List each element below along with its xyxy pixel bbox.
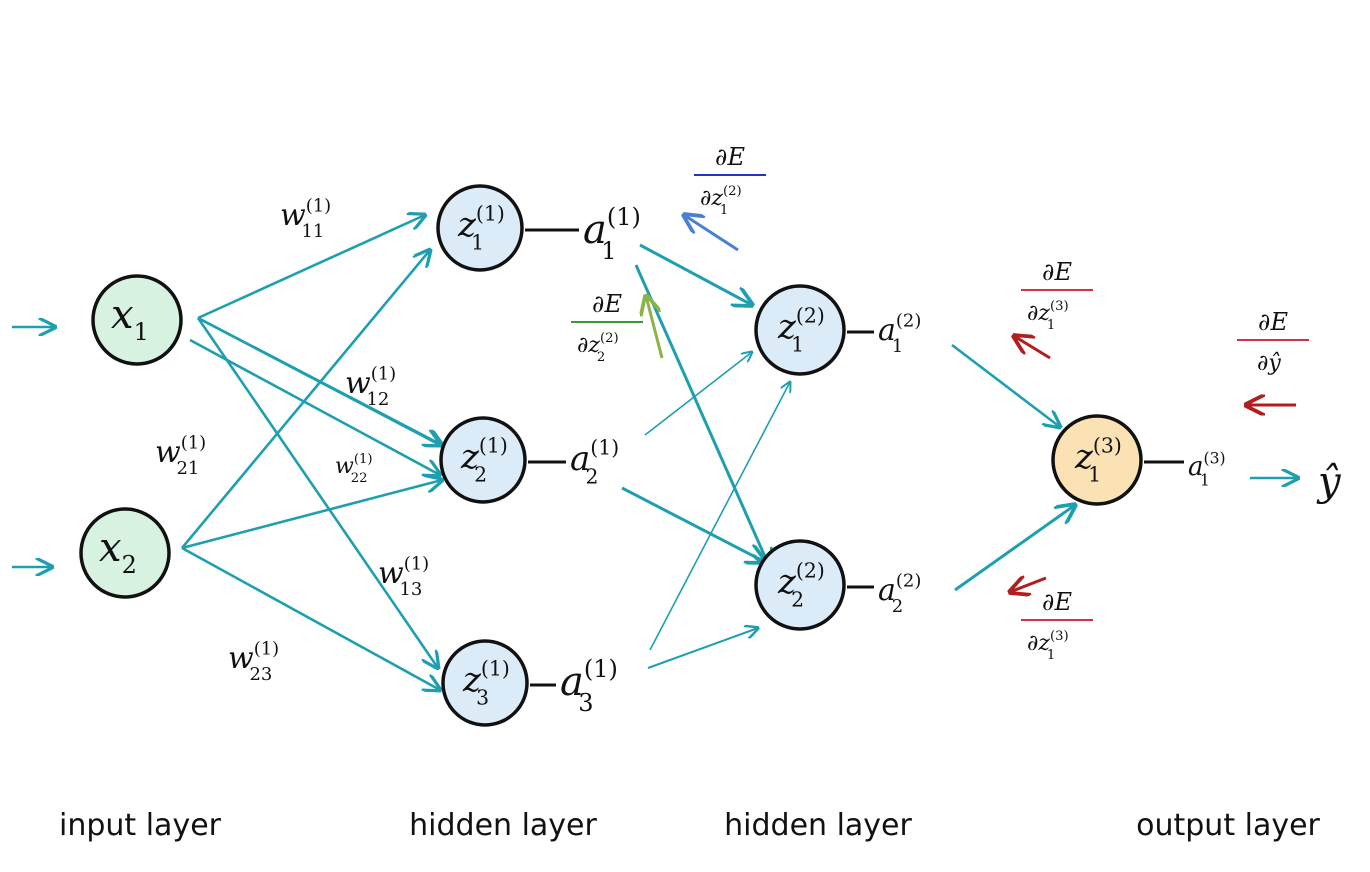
- activation-a31: a(1)3: [560, 655, 618, 717]
- node-label-z13: z(3)1: [1074, 434, 1122, 487]
- edge-a21-z22: [621, 486, 765, 562]
- edge-x2-z21: [181, 480, 442, 550]
- node-x1: [91, 274, 183, 366]
- gradient-arrow-g_z12: [684, 215, 739, 252]
- gradient-numerator: ∂E: [1042, 588, 1072, 616]
- node-label-z22: z(2)2: [777, 559, 825, 612]
- node-z21: [439, 416, 527, 504]
- weight-w21: w(1)21: [155, 433, 206, 480]
- gradient-denominator: ∂z(3)1: [1027, 629, 1069, 663]
- edge-x2-z11: [181, 250, 430, 549]
- edge-x1-z21-b: [197, 316, 442, 445]
- weight-w13: w(1)13: [378, 554, 429, 601]
- gradient-numerator: ∂E: [592, 290, 622, 318]
- output-yhat: ŷ: [1316, 459, 1342, 505]
- gradient-arrow-g_z22: [646, 296, 664, 359]
- edges: [12, 215, 1298, 690]
- gradient-arrow-g_z13_bottom: [1010, 578, 1047, 592]
- node-label-x2: x2: [99, 525, 137, 579]
- node-label-z21: z(1)2: [460, 434, 508, 487]
- edge-x1-z21-c: [189, 338, 440, 475]
- edge-a22-z13: [954, 505, 1075, 592]
- edge-a12-z13: [951, 343, 1060, 427]
- node-label-x1: x1: [111, 292, 149, 346]
- node-label-z11: z(1)1: [457, 202, 505, 255]
- activation-a11: a(1)1: [583, 203, 641, 265]
- activation-a21: a(1)2: [570, 436, 619, 489]
- gradient-g_z13_bottom: ∂E ∂z(3)1: [1021, 588, 1093, 663]
- gradient-g_yhat: ∂E ∂ŷ: [1237, 308, 1309, 376]
- nodes: x1 x2 z(1)1 z(1)2 z(1)3 z(2)1 z(2)2 z(3)1: [79, 184, 1143, 727]
- gradient-numerator: ∂E: [715, 143, 745, 171]
- node-label-z12: z(2)1: [777, 304, 825, 357]
- edge-a31-z22: [647, 628, 758, 669]
- layer-label-2: hidden layer: [724, 808, 912, 843]
- gradient-denominator: ∂z(2)1: [700, 184, 742, 218]
- weight-w23: w(1)23: [228, 639, 279, 686]
- gradient-arrows: [646, 215, 1296, 592]
- edge-x1-z11: [197, 215, 425, 320]
- node-label-z31: z(1)3: [462, 657, 510, 710]
- node-x2: [79, 507, 171, 599]
- layer-labels: input layer hidden layer hidden layer outpu…: [59, 808, 1321, 843]
- weight-w22: w(1)22: [335, 452, 373, 486]
- gradient-numerator: ∂E: [1042, 258, 1072, 286]
- activation-a12: a(2)1: [878, 311, 921, 358]
- gradient-numerator: ∂E: [1258, 308, 1288, 336]
- activation-a13: a(3)1: [1188, 449, 1226, 489]
- edge-a21-z12: [644, 352, 752, 436]
- edge-a11-z22: [634, 264, 770, 568]
- node-z22: [754, 539, 846, 631]
- node-z31: [441, 639, 529, 727]
- layer-label-0: input layer: [59, 808, 222, 843]
- layer-label-3: output layer: [1136, 808, 1320, 843]
- node-z13: [1051, 414, 1143, 506]
- edge-a31-z12: [649, 382, 790, 651]
- weight-w11: w(1)11: [280, 196, 331, 243]
- gradient-arrow-g_z13_top: [1014, 336, 1051, 360]
- node-z12: [754, 284, 846, 376]
- weight-w12: w(1)12: [345, 364, 396, 411]
- node-z11: [436, 184, 524, 272]
- gradient-denominator: ∂ŷ: [1257, 351, 1281, 376]
- labels: a(1)1 a(1)2 a(1)3 a(2)1 a(2)2 a(3)1 w(1)11 w(1)…: [155, 143, 1342, 717]
- activation-a22: a(2)2: [878, 571, 921, 618]
- layer-label-1: hidden layer: [409, 808, 597, 843]
- edge-x2-z31: [181, 546, 440, 690]
- gradient-g_z13_top: ∂E ∂z(3)1: [1021, 258, 1093, 333]
- gradient-g_z22: ∂E ∂z(2)2: [571, 290, 643, 365]
- gradient-denominator: ∂z(2)2: [577, 331, 619, 365]
- gradient-g_z12: ∂E ∂z(2)1: [694, 143, 766, 218]
- edge-a11-z12: [639, 243, 752, 305]
- edge-x1-z31: [196, 317, 438, 668]
- gradient-denominator: ∂z(3)1: [1027, 299, 1069, 333]
